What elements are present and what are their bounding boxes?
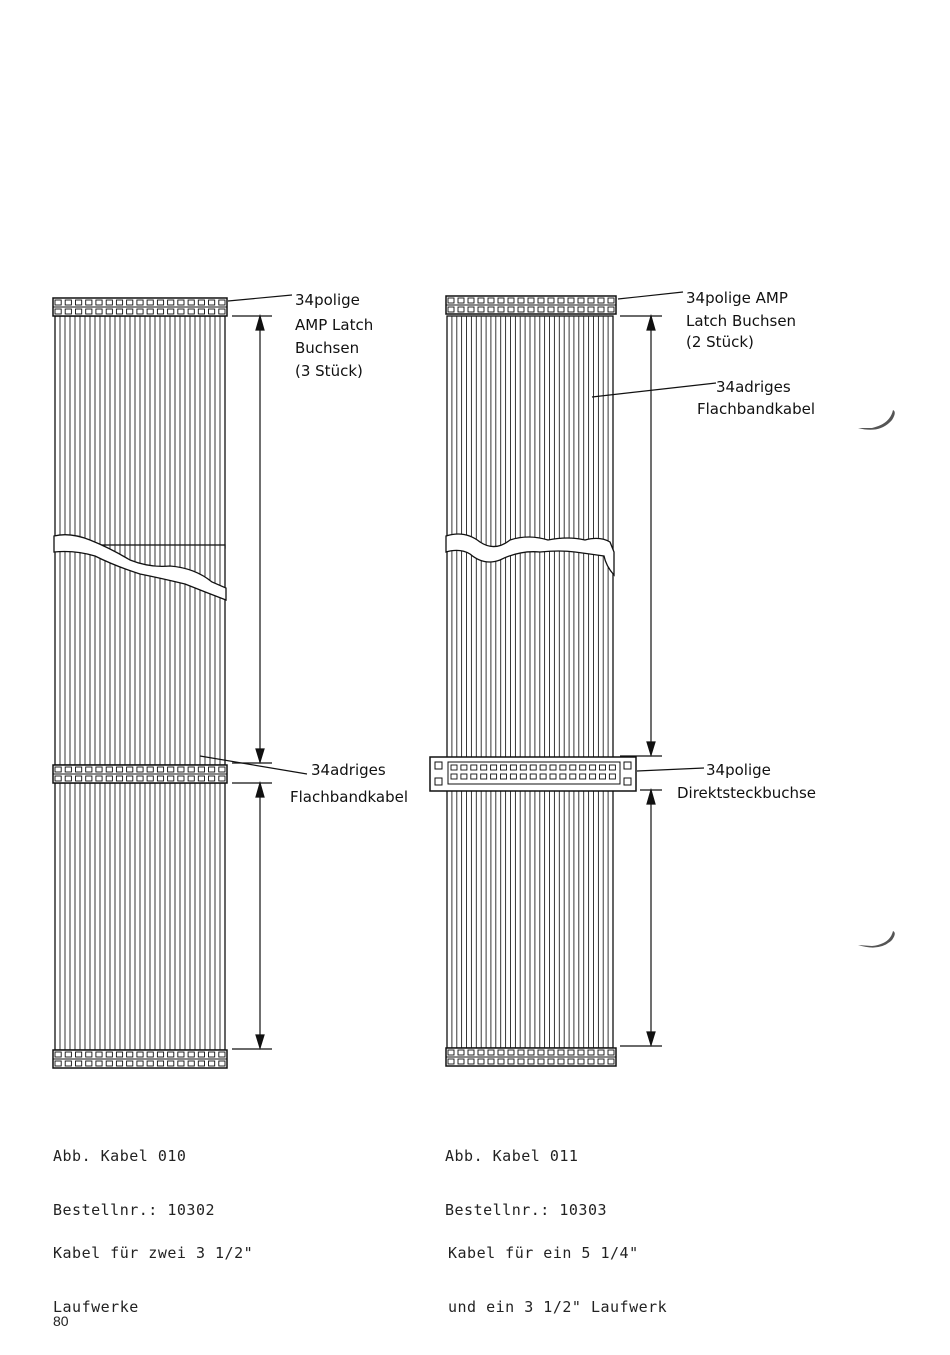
fig1-cable-label-line1: 34adriges	[311, 761, 386, 779]
fig2-cable-label-line1: 34adriges	[716, 378, 791, 396]
fig1-caption-title: Abb. Kabel 010	[53, 1147, 187, 1165]
fig2-connector-label-line3: (2 Stück)	[686, 333, 754, 351]
fig2-connector-label: 34polige AMP Latch Buchsen (2 Stück)	[686, 289, 796, 351]
leader-lines	[199, 291, 717, 775]
fig1-caption: Abb. Kabel 010 Bestellnr.: 10302	[53, 1111, 215, 1237]
fig1-connector-label-line1: 34polige	[295, 291, 360, 309]
fig2-connector-bottom	[445, 1047, 617, 1067]
dimension-arrows	[232, 313, 662, 1051]
cable-011-drawing	[429, 295, 637, 1067]
fig2-caption-title: Abb. Kabel 011	[445, 1147, 579, 1165]
fig1-connector-label: 34polige AMP Latch Buchsen (3 Stück)	[295, 291, 373, 380]
fig2-description: Kabel für ein 5 1/4" und ein 3 1/2" Lauf…	[448, 1208, 667, 1334]
fig1-caption-order: Bestellnr.: 10302	[53, 1201, 216, 1219]
punch-hole-mark-top	[858, 410, 895, 430]
fig2-connector-label-line1: 34polige AMP	[686, 289, 788, 307]
fig2-description-line1: Kabel für ein 5 1/4"	[448, 1244, 639, 1262]
fig2-direct-label: 34polige Direktsteckbuchse	[677, 761, 816, 802]
fig1-connector-label-line4: (3 Stück)	[295, 362, 363, 380]
fig1-description-line1: Kabel für zwei 3 1/2"	[53, 1244, 254, 1262]
page-number: 80	[53, 1313, 69, 1329]
fig2-cable-label-line2: Flachbandkabel	[697, 400, 815, 418]
fig2-description-line2: und ein 3 1/2" Laufwerk	[448, 1298, 668, 1316]
cable-010-drawing	[52, 297, 228, 1069]
margin-marks	[858, 410, 895, 948]
fig1-description: Kabel für zwei 3 1/2" Laufwerke	[53, 1208, 253, 1334]
fig2-cable-break	[445, 533, 615, 577]
fig1-connector-label-line2: AMP Latch	[295, 316, 373, 334]
fig1-cable-label: 34adriges Flachbandkabel	[290, 761, 408, 806]
fig2-caption: Abb. Kabel 011 Bestellnr.: 10303	[445, 1111, 607, 1237]
fig2-direct-label-line1: 34polige	[706, 761, 771, 779]
fig2-direct-label-line2: Direktsteckbuchse	[677, 784, 816, 802]
fig2-connector-top	[445, 295, 617, 315]
punch-hole-mark-bottom	[858, 931, 895, 948]
fig1-description-line2: Laufwerke	[53, 1298, 139, 1316]
fig1-connector-top	[52, 297, 228, 317]
fig1-connector-middle	[52, 764, 228, 784]
fig2-caption-order: Bestellnr.: 10303	[445, 1201, 608, 1219]
fig1-connector-label-line3: Buchsen	[295, 339, 359, 357]
fig2-cable-label: 34adriges Flachbandkabel	[697, 378, 815, 418]
fig2-direct-socket	[429, 756, 637, 792]
fig1-cable-break	[53, 534, 227, 601]
fig2-connector-label-line2: Latch Buchsen	[686, 312, 796, 330]
fig1-connector-bottom	[52, 1049, 228, 1069]
fig1-cable-label-line2: Flachbandkabel	[290, 788, 408, 806]
